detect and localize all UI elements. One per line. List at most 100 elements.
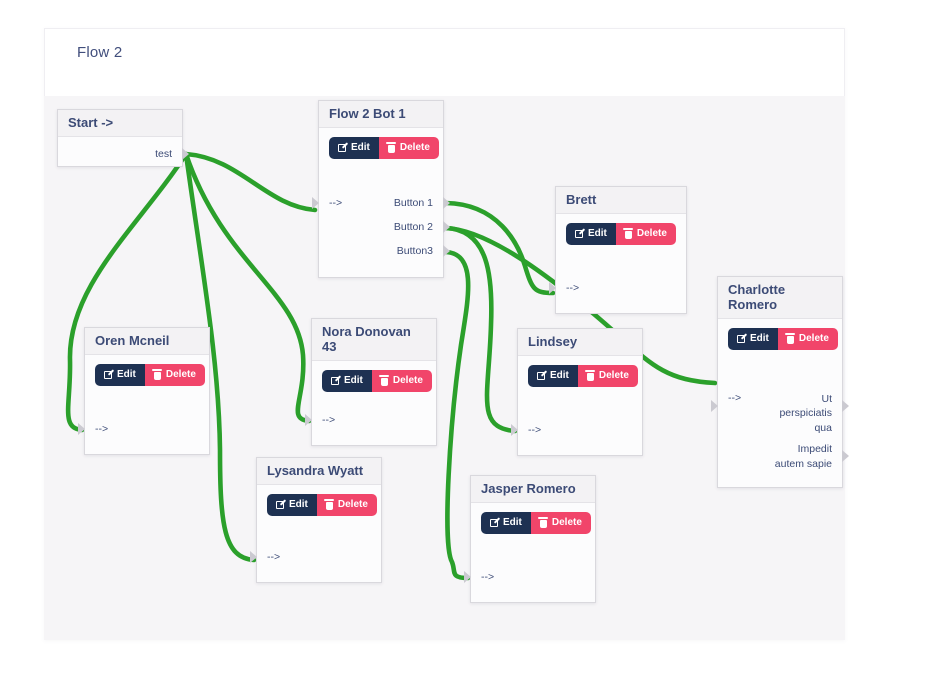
input-port[interactable] <box>305 414 312 426</box>
delete-button-label: Delete <box>337 499 368 510</box>
connection-flow2bot1.button3-to-jasper.in[interactable] <box>443 249 471 581</box>
node-rows: --> <box>305 409 436 431</box>
delete-button[interactable]: Delete <box>316 494 377 516</box>
delete-button-label: Delete <box>798 333 829 344</box>
delete-button[interactable]: Delete <box>530 512 591 534</box>
connection-start.test-to-lysandra.in[interactable] <box>183 151 257 563</box>
edit-button[interactable]: Edit <box>329 137 379 159</box>
node-row: -->Button 1 <box>312 191 450 215</box>
node-rows: test <box>58 141 189 167</box>
connection-start.test-to-nora.in[interactable] <box>183 151 312 424</box>
node-title: Brett <box>556 187 686 214</box>
node-row: -->Ut perspiciatis qua <box>711 392 849 435</box>
input-port[interactable] <box>312 197 319 209</box>
edit-button[interactable]: Edit <box>322 370 372 392</box>
input-label: --> <box>528 424 542 436</box>
input-label: --> <box>95 423 109 435</box>
input-port[interactable] <box>549 282 556 294</box>
output-port[interactable] <box>443 245 450 257</box>
input-port[interactable] <box>250 551 257 563</box>
delete-button-label: Delete <box>399 142 430 153</box>
trash-icon <box>538 516 549 528</box>
input-port[interactable] <box>711 399 718 412</box>
pencil-icon <box>490 518 498 527</box>
pencil-icon <box>575 229 583 238</box>
delete-button-label: Delete <box>165 369 196 380</box>
trash-icon <box>324 498 335 510</box>
edit-button[interactable]: Edit <box>95 364 145 386</box>
node-row: Button 2 <box>319 215 450 239</box>
delete-button-label: Delete <box>392 375 423 386</box>
node-row: --> <box>250 546 381 568</box>
pencil-icon <box>276 500 284 509</box>
node-title: Start -> <box>58 110 182 137</box>
edit-button[interactable]: Edit <box>728 328 778 350</box>
node-row: --> <box>305 409 436 431</box>
node-rows: --> <box>78 418 209 440</box>
node-title: Lysandra Wyatt <box>257 458 381 485</box>
node-title: Jasper Romero <box>471 476 595 503</box>
node-start[interactable]: Start -> test <box>57 109 189 167</box>
pencil-icon <box>338 143 346 152</box>
output-port[interactable] <box>842 399 849 412</box>
edit-button[interactable]: Edit <box>566 223 616 245</box>
connection-flow2bot1.button2-to-lindsey.in[interactable] <box>443 225 518 434</box>
delete-button[interactable]: Delete <box>777 328 838 350</box>
delete-button-label: Delete <box>598 370 629 381</box>
node-row: --> <box>511 419 642 441</box>
node-actions: Edit Delete <box>528 365 638 387</box>
trash-icon <box>379 374 390 386</box>
node-title: Charlotte Romero <box>718 277 842 319</box>
delete-button[interactable]: Delete <box>144 364 205 386</box>
delete-button[interactable]: Delete <box>378 137 439 159</box>
edit-button-label: Edit <box>117 369 136 380</box>
page-title: Flow 2 <box>77 44 123 61</box>
output-port[interactable] <box>842 450 849 463</box>
output-port[interactable] <box>443 197 450 209</box>
output-port[interactable] <box>443 221 450 233</box>
output-port[interactable] <box>182 148 189 160</box>
node-nora[interactable]: Nora Donovan 43 Edit Delete --> <box>305 318 437 446</box>
input-label: --> <box>322 414 336 426</box>
input-port[interactable] <box>511 424 518 436</box>
node-row: --> <box>549 277 686 299</box>
connection-start.test-to-oren.in[interactable] <box>65 151 189 433</box>
output-label: Button 1 <box>393 197 433 209</box>
node-actions: Edit Delete <box>322 370 432 392</box>
input-port[interactable] <box>464 571 471 583</box>
node-rows: --> <box>250 546 381 568</box>
edit-button-label: Edit <box>344 375 363 386</box>
node-title: Nora Donovan 43 <box>312 319 436 361</box>
edit-button[interactable]: Edit <box>267 494 317 516</box>
delete-button[interactable]: Delete <box>615 223 676 245</box>
node-rows: --> <box>511 419 642 441</box>
node-actions: Edit Delete <box>329 137 439 159</box>
trash-icon <box>585 369 596 381</box>
trash-icon <box>785 332 796 344</box>
node-actions: Edit Delete <box>267 494 377 516</box>
pencil-icon <box>331 376 339 385</box>
node-title: Flow 2 Bot 1 <box>319 101 443 128</box>
delete-button[interactable]: Delete <box>577 365 638 387</box>
trash-icon <box>623 227 634 239</box>
input-port[interactable] <box>78 423 85 435</box>
delete-button[interactable]: Delete <box>371 370 432 392</box>
connection-start.test-to-flow2bot1.in[interactable] <box>183 151 318 213</box>
delete-button-label: Delete <box>636 228 667 239</box>
edit-button[interactable]: Edit <box>528 365 578 387</box>
node-actions: Edit Delete <box>95 364 205 386</box>
edit-button[interactable]: Edit <box>481 512 531 534</box>
node-row: Button3 <box>319 239 450 263</box>
